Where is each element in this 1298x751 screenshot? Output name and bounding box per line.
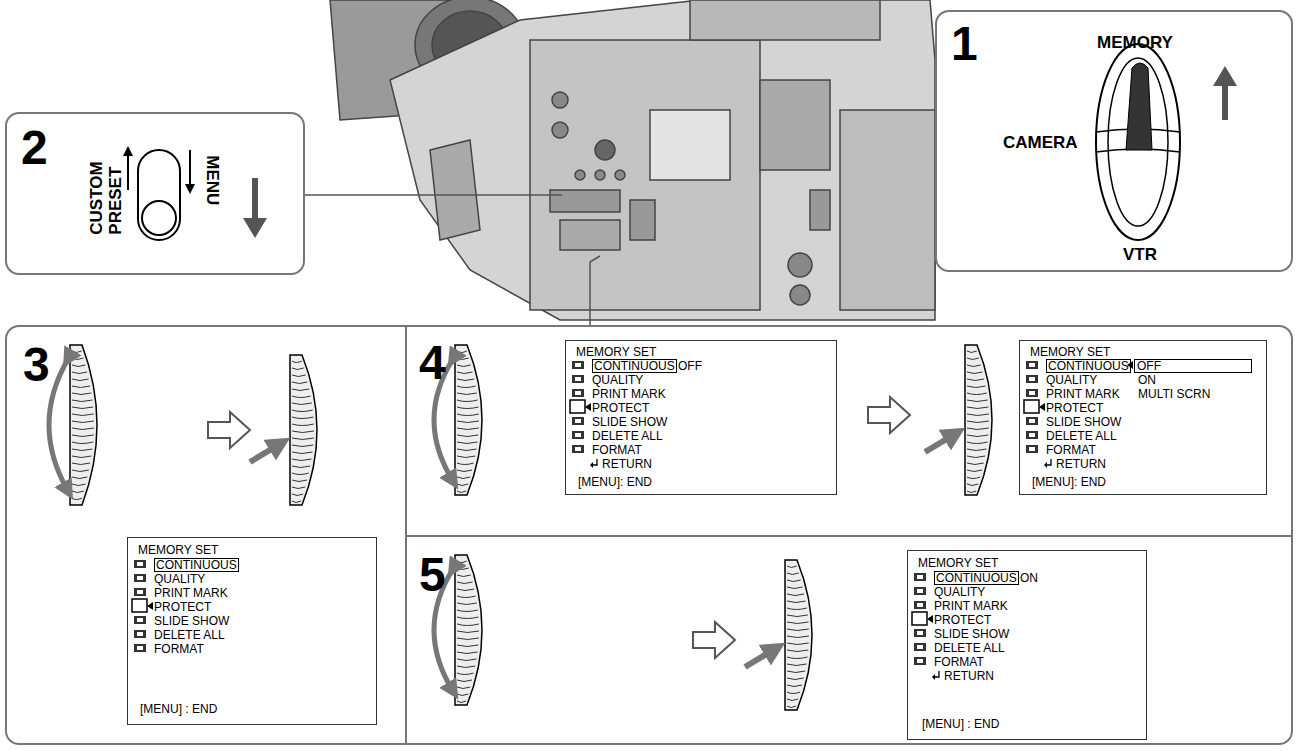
step-panel: 4MEMORY SETCONTINUOUSOFFQUALITYPRINT MAR… — [405, 325, 1293, 537]
menu-item: DELETE ALL — [1046, 429, 1117, 443]
menu-item: QUALITY — [592, 373, 643, 387]
menu-item: RETURN — [944, 669, 994, 683]
jog-dial — [49, 345, 992, 710]
menu-screen: MEMORY SETCONTINUOUSOFF QUALITYPRINT MARK… — [565, 340, 837, 495]
menu-title: MEMORY SET — [1030, 345, 1110, 359]
leader-line — [305, 195, 600, 325]
menu-value: ON — [1138, 373, 1156, 387]
menu-title: MEMORY SET — [138, 543, 218, 557]
camera-body — [330, 0, 935, 320]
menu-item: QUALITY — [154, 572, 205, 586]
menu-item: PRINT MARK — [592, 387, 666, 401]
menu-item: FORMAT — [154, 642, 204, 656]
callout-number: 1 — [951, 20, 978, 68]
menu-item: SLIDE SHOW — [1046, 415, 1121, 429]
menu-item: CONTINUOUS — [1046, 359, 1131, 373]
menu-item: PRINT MARK — [1046, 387, 1120, 401]
menu-item: QUALITY — [1046, 373, 1097, 387]
menu-item: DELETE ALL — [154, 628, 225, 642]
menu-screen: MEMORY SETCONTINUOUSQUALITYPRINT MARKPRO… — [127, 537, 377, 725]
menu-footer: [MENU]: END — [1032, 475, 1106, 489]
step-panel: 2CUSTOM PRESET MENU — [5, 112, 305, 275]
menu-footer: [MENU]: END — [578, 475, 652, 489]
menu-item: PROTECT — [154, 600, 211, 614]
menu-item: PRINT MARK — [154, 586, 228, 600]
menu-value: ON — [1020, 571, 1038, 585]
menu-footer: [MENU] : END — [922, 717, 999, 731]
menu-value: MULTI SCRN — [1138, 387, 1210, 401]
menu-switch — [123, 146, 267, 240]
menu-item: CONTINUOUS — [154, 558, 239, 572]
menu-item: FORMAT — [934, 655, 984, 669]
switch-label: VTR — [1123, 246, 1157, 265]
menu-title: MEMORY SET — [576, 345, 656, 359]
menu-item: PROTECT — [934, 613, 991, 627]
step-panel: 3MEMORY SETCONTINUOUSQUALITYPRINT MARKPR… — [5, 325, 407, 745]
switch-label: MENU — [203, 155, 222, 235]
menu-value: OFF — [678, 359, 702, 373]
menu-item: PROTECT — [592, 401, 649, 415]
menu-item: DELETE ALL — [934, 641, 1005, 655]
menu-item: RETURN — [602, 457, 652, 471]
menu-item: CONTINUOUS — [934, 571, 1019, 585]
switch-label: CAMERA — [1003, 134, 1078, 153]
menu-item: SLIDE SHOW — [934, 627, 1009, 641]
menu-item: RETURN — [1056, 457, 1106, 471]
step-panel: 5 MEMORY SETCONTINUOUSON QUALITYPRINT MARK… — [405, 535, 1293, 745]
menu-title: MEMORY SET — [918, 556, 998, 570]
callout-number: 4 — [419, 339, 446, 387]
menu-item: PRINT MARK — [934, 599, 1008, 613]
menu-screen: MEMORY SETCONTINUOUSON QUALITYPRINT MARKP… — [907, 550, 1147, 740]
callout-number: 3 — [23, 341, 50, 389]
power-switch — [1096, 44, 1237, 240]
menu-item: SLIDE SHOW — [592, 415, 667, 429]
menu-item: DELETE ALL — [592, 429, 663, 443]
callout-number: 5 — [419, 551, 446, 599]
menu-item: FORMAT — [1046, 443, 1096, 457]
menu-footer: [MENU] : END — [140, 702, 217, 716]
callout-number: 2 — [21, 124, 48, 172]
menu-value: OFF — [1134, 359, 1252, 373]
switch-label: CUSTOM PRESET — [88, 155, 125, 235]
menu-item: PROTECT — [1046, 401, 1103, 415]
menu-item: QUALITY — [934, 585, 985, 599]
menu-item: FORMAT — [592, 443, 642, 457]
step-panel: 1 MEMORY CAMERA VTR — [935, 10, 1293, 272]
menu-item: CONTINUOUS — [592, 359, 677, 373]
switch-label: MEMORY — [1097, 34, 1173, 53]
menu-screen: MEMORY SETCONTINUOUSOFF QUALITY ON PRINT MA… — [1019, 340, 1267, 495]
menu-item: SLIDE SHOW — [154, 614, 229, 628]
